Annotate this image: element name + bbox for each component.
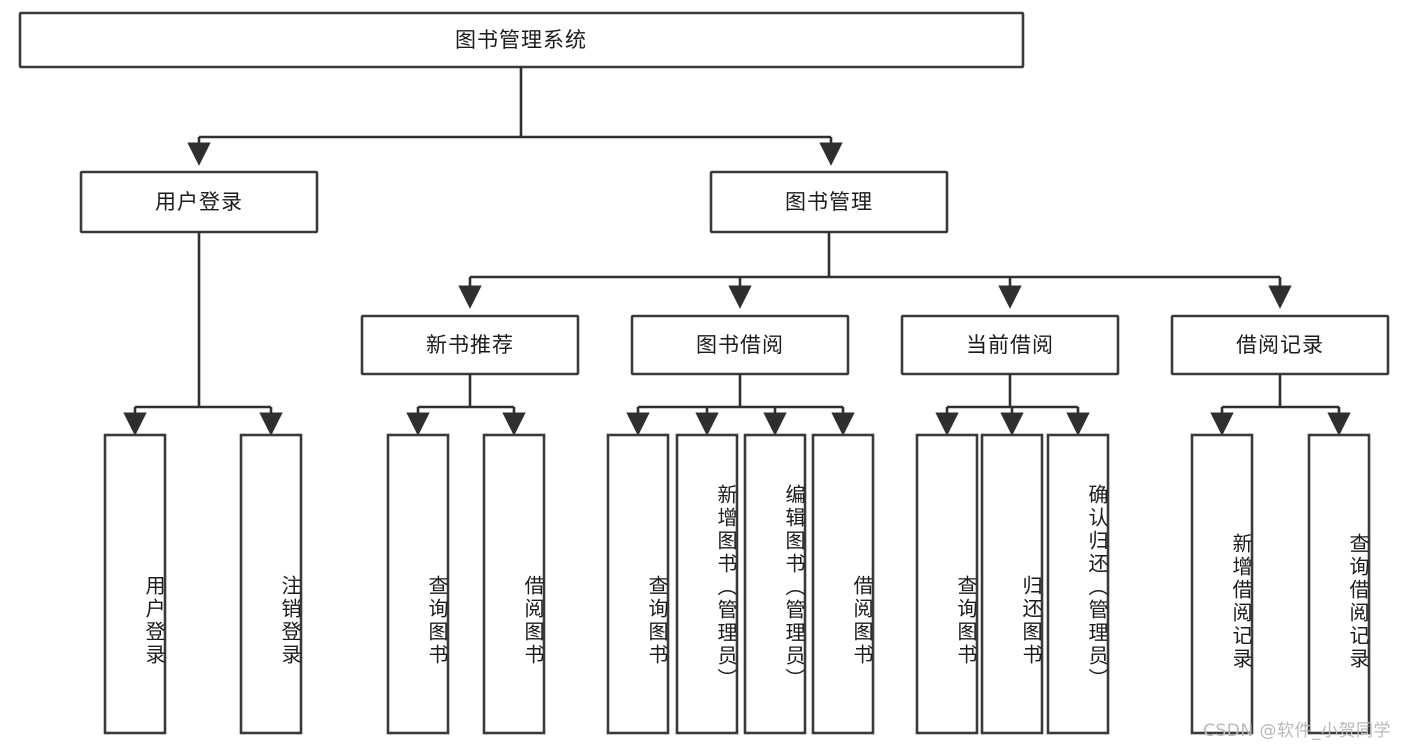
leaf-box-query-book-1[interactable]	[386, 433, 450, 735]
node-borrow-record[interactable]: 借阅记录	[1170, 314, 1390, 376]
node-user-login-label: 用户登录	[155, 190, 243, 214]
leaf-box-edit-book[interactable]	[743, 433, 807, 735]
node-new-book-recommend[interactable]: 新书推荐	[360, 314, 580, 376]
watermark-text: CSDN @软件_小贺同学	[1203, 721, 1391, 741]
leaf-box-add-book[interactable]	[675, 433, 739, 735]
node-root-label: 图书管理系统	[455, 28, 587, 52]
node-user-login[interactable]: 用户登录	[79, 170, 319, 234]
node-book-borrow-label: 图书借阅	[696, 333, 784, 357]
node-borrow-record-label: 借阅记录	[1236, 333, 1324, 357]
leaf-box-query-record[interactable]	[1307, 433, 1371, 735]
node-current-borrow-label: 当前借阅	[966, 333, 1054, 357]
leaf-box-user-login[interactable]	[103, 433, 167, 735]
leaf-box-query-book-2[interactable]	[606, 433, 670, 735]
node-root[interactable]: 图书管理系统	[18, 11, 1025, 69]
leaf-box-borrow-book-2[interactable]	[811, 433, 875, 735]
leaf-box-confirm-return[interactable]	[1046, 433, 1110, 735]
node-book-management[interactable]: 图书管理	[709, 170, 949, 234]
node-book-management-label: 图书管理	[785, 190, 873, 214]
leaf-box-add-record[interactable]	[1190, 433, 1254, 735]
leaf-box-query-book-3[interactable]	[915, 433, 979, 735]
node-book-borrow[interactable]: 图书借阅	[630, 314, 850, 376]
node-current-borrow[interactable]: 当前借阅	[900, 314, 1120, 376]
node-new-book-recommend-label: 新书推荐	[426, 333, 514, 357]
leaf-box-logout-login[interactable]	[239, 433, 303, 735]
leaf-box-borrow-book-1[interactable]	[482, 433, 546, 735]
leaf-box-return-book[interactable]	[980, 433, 1044, 735]
